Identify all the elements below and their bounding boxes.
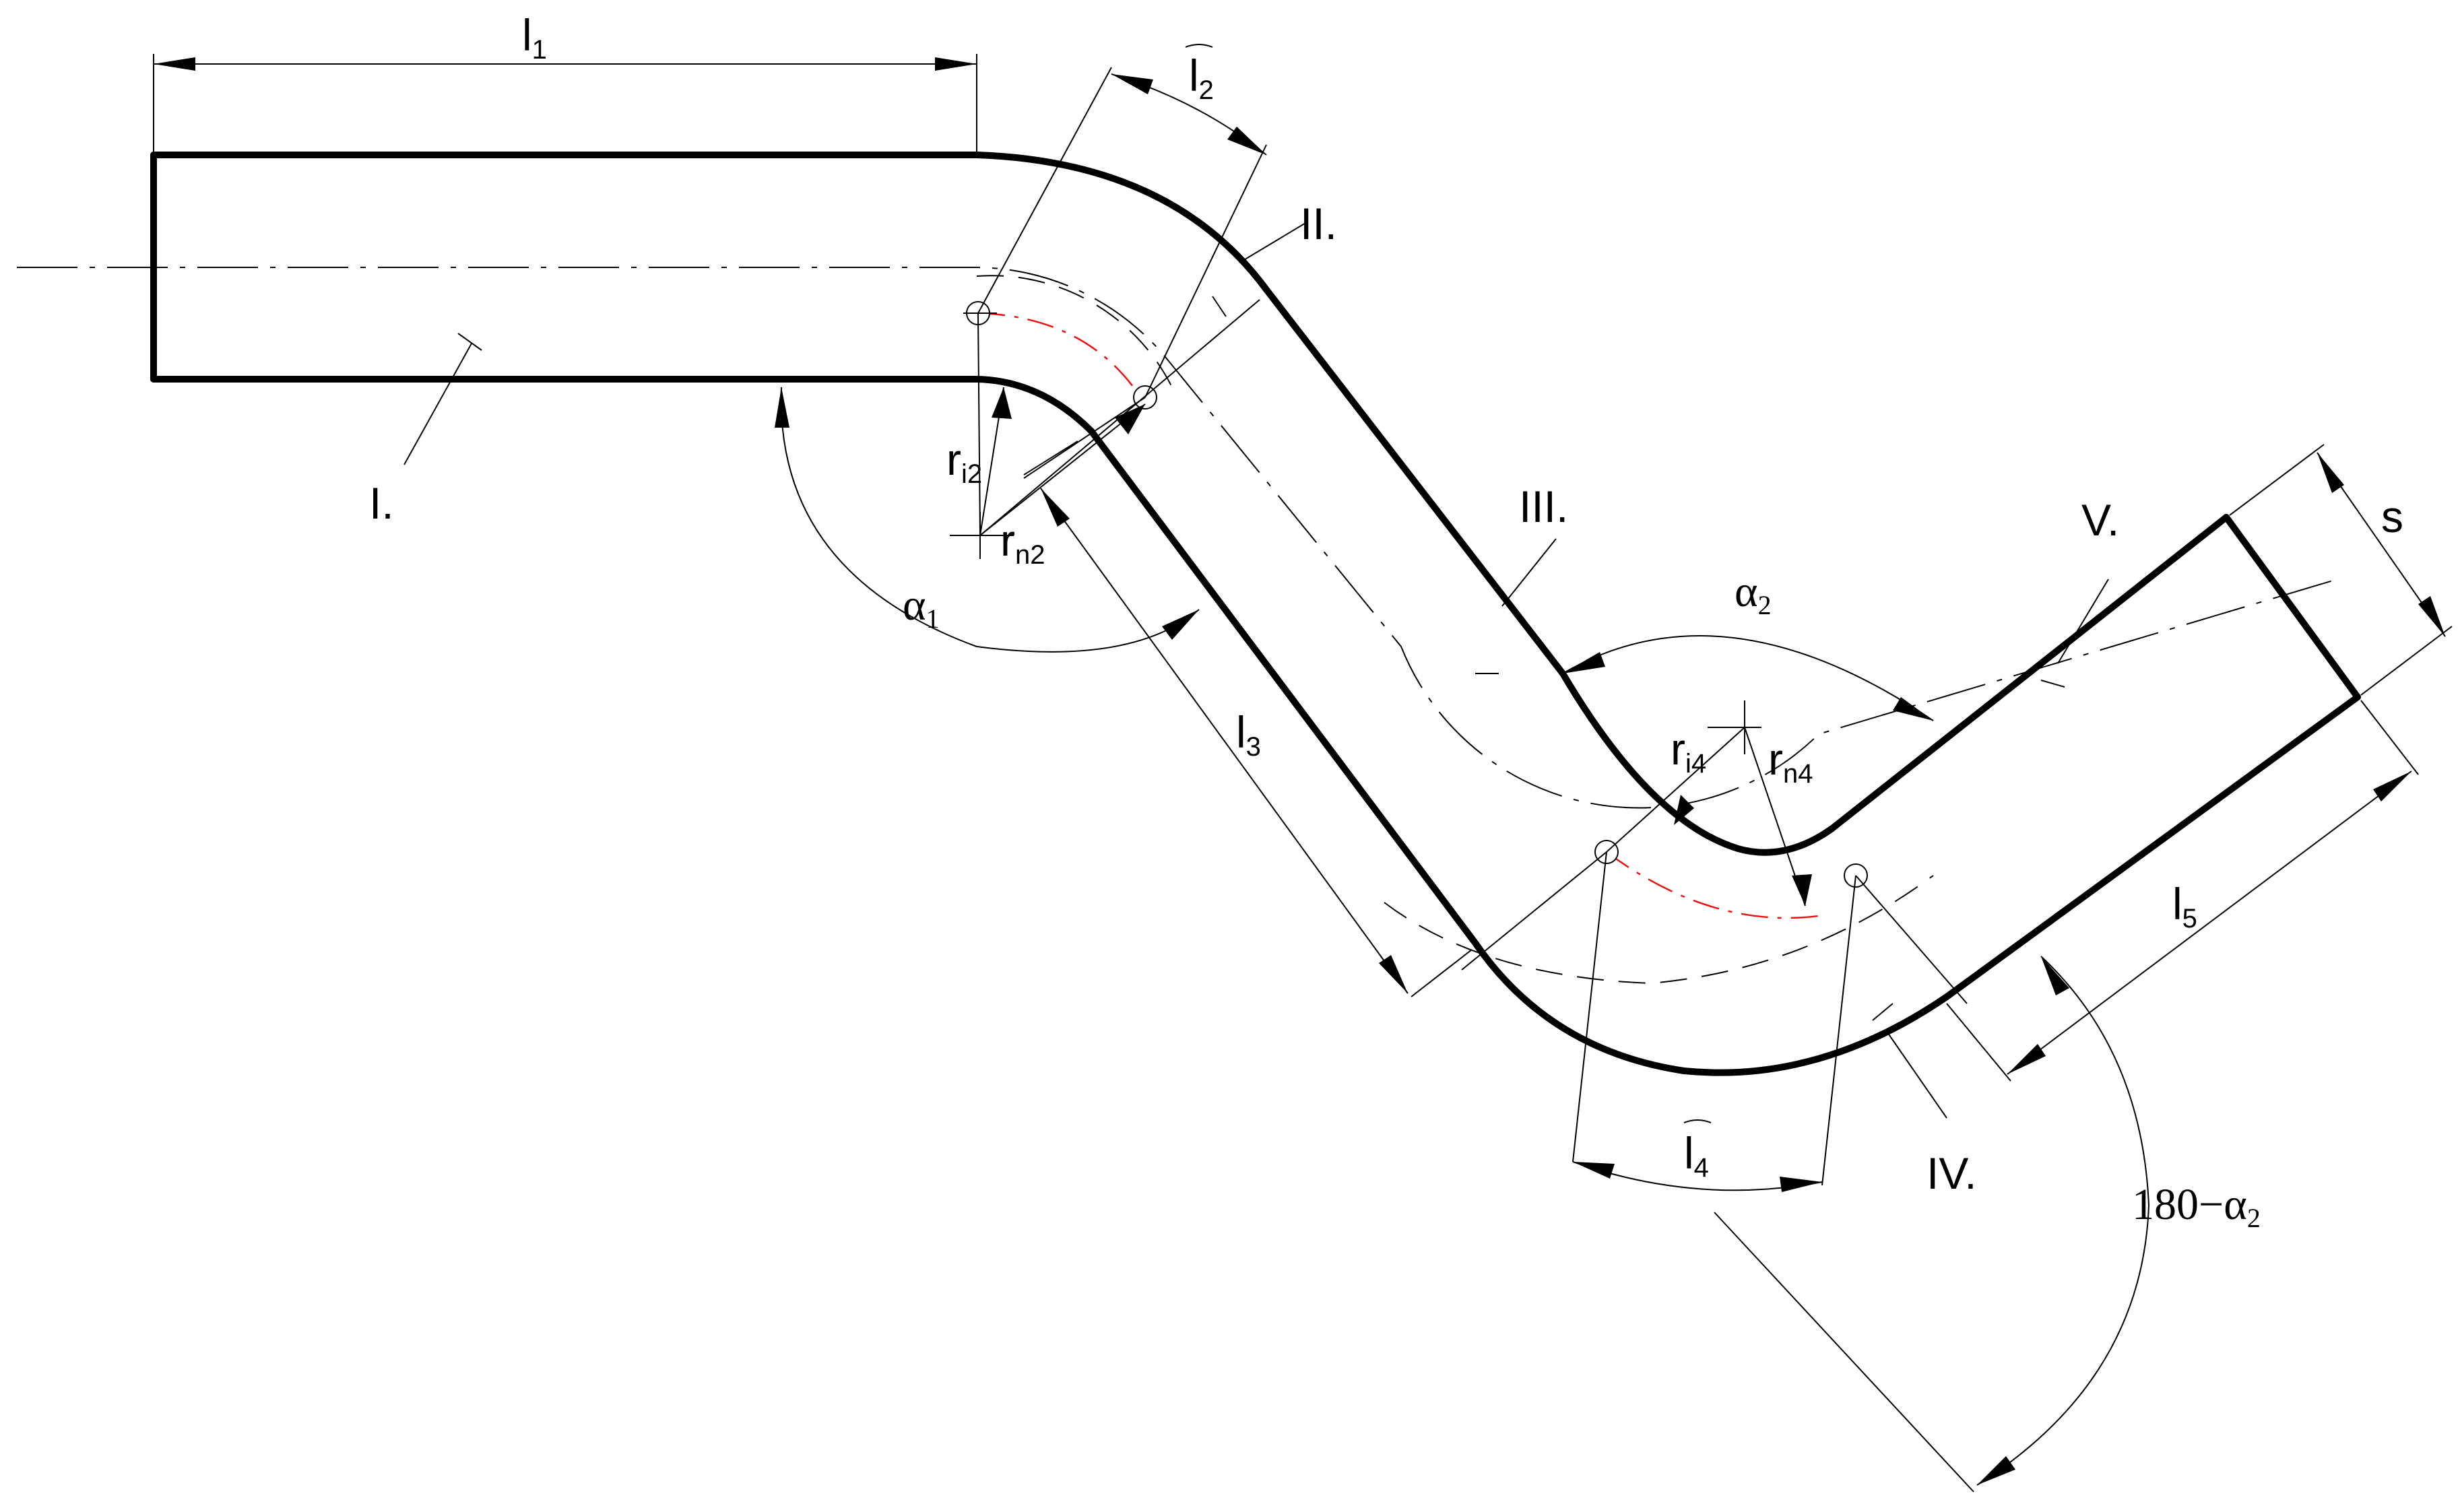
section-V-label: V.: [2081, 495, 2119, 545]
alpha1-arrow-left: [775, 387, 789, 428]
supp-arrow-top: [2041, 956, 2069, 995]
ri2-arrow: [992, 387, 1012, 419]
pipe-right-end: [2223, 514, 2361, 700]
ri4-label: ri4: [1671, 724, 1706, 779]
alpha1-arc: [780, 387, 1200, 653]
center-axis: [17, 267, 2338, 809]
section-IV-label: IV.: [1927, 1148, 1977, 1198]
l2-ext-left: [977, 67, 1112, 314]
alpha2-arc: [1562, 635, 1934, 721]
bend4-right-extension: [1855, 875, 1968, 1004]
bend2-neutral-dashed: [976, 275, 1173, 388]
s-arrow-bottom: [2418, 596, 2445, 636]
l4-ext-right: [1821, 875, 1856, 1186]
l3-label: l3: [1236, 707, 1261, 762]
l3-arrow-top: [1041, 488, 1070, 527]
section-II-leader: [1239, 222, 1307, 263]
l1-arrow-right: [935, 57, 977, 71]
l5-ext-top: [2360, 700, 2419, 775]
s-ext-top: [2229, 444, 2325, 516]
section-I-tick: [457, 333, 482, 351]
bend2-section-line: [1023, 397, 1146, 479]
s-arrow-top: [2317, 453, 2344, 493]
l2-arc-mark: [1185, 44, 1213, 48]
supp-angle-label: 180−α2: [2132, 1180, 2261, 1233]
bend2-radial-1: [977, 313, 981, 536]
section-II-label: II.: [1300, 199, 1337, 249]
rn4-label: rn4: [1768, 734, 1813, 789]
l4-arrow-left: [1573, 1162, 1615, 1179]
section-II-tick: [1212, 296, 1227, 317]
l5-dim-line: [2007, 770, 2412, 1075]
l3-ext-top: [1023, 440, 1078, 475]
l4-arrow-right: [1780, 1177, 1822, 1192]
l2-arrow-right: [1227, 127, 1266, 155]
section-IV-tick: [1872, 1003, 1893, 1021]
l3-ext-bottom: [1411, 949, 1472, 997]
section-IV-leader: [1885, 1030, 1947, 1119]
s-ext-bottom: [2360, 626, 2453, 696]
alpha1-label: α1: [903, 581, 940, 634]
l2-arrow-left: [1111, 74, 1153, 94]
l3-arrow-bottom: [1379, 955, 1408, 993]
section-III-label: III.: [1519, 482, 1568, 531]
section-I-label: I.: [369, 478, 394, 528]
section-V-leader: [2057, 579, 2109, 664]
pipe-outer-contour: [150, 152, 2230, 856]
section-III-leader: [1501, 538, 1557, 607]
rn4-arrow: [1792, 874, 1812, 906]
l3-dim-line: [1040, 488, 1409, 994]
l5-label: l5: [2172, 879, 2197, 933]
alpha2-arrow-right: [1893, 697, 1933, 721]
pipe-inner-contour: [150, 376, 2361, 1076]
rn2-arrow: [1115, 404, 1145, 434]
supp-angle-extension: [1714, 1212, 1974, 1492]
alpha2-arrow-left: [1563, 652, 1605, 673]
l2-label: l2: [1189, 51, 1214, 105]
section-V-tick: [2040, 680, 2065, 688]
bend4-section-extension: [1461, 851, 1607, 971]
ri2-label: ri2: [946, 434, 982, 489]
section-I-leader: [403, 343, 472, 465]
alpha2-label: α2: [1735, 567, 1772, 620]
bend2-neutral-red: [977, 312, 1140, 395]
bend4-radial-1: [1606, 727, 1745, 853]
supp-arrow-bottom: [1977, 1456, 2015, 1485]
l5-arrow-top: [2373, 771, 2412, 801]
alpha1-arrow-right: [1162, 610, 1199, 640]
l1-arrow-left: [154, 57, 195, 71]
s-label: s: [2381, 492, 2403, 541]
ri4-arrow: [1674, 795, 1694, 825]
l2-ext-right: [1144, 144, 1267, 398]
l4-ext-left: [1572, 851, 1607, 1162]
l4-arc-mark: [1683, 1119, 1712, 1123]
rn2-label: rn2: [1000, 515, 1045, 570]
bend4-neutral-red: [1606, 851, 1819, 919]
bend2-rn-line: [979, 403, 1146, 536]
supp-angle-arc: [1976, 956, 2150, 1486]
l5-arrow-bottom: [2007, 1044, 2046, 1074]
l5-ext-bottom: [1946, 1003, 2011, 1082]
l1-label: l1: [522, 10, 547, 65]
l4-label: l4: [1684, 1128, 1709, 1183]
